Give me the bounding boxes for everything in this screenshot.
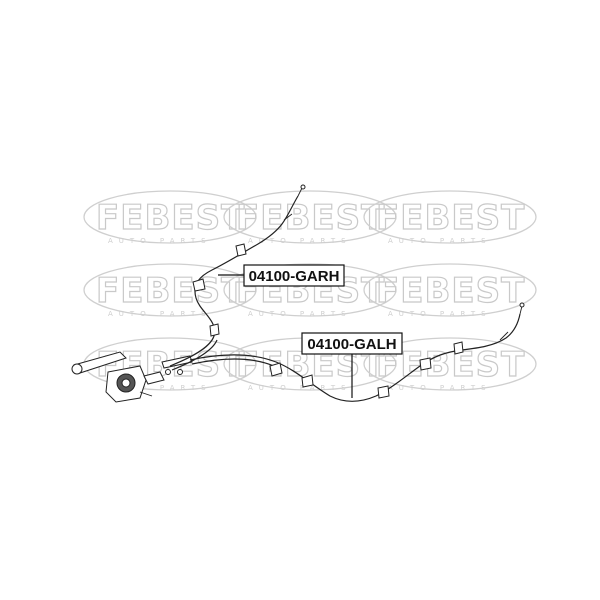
cable-equalizer	[161, 355, 193, 375]
svg-text:AUTO PARTS: AUTO PARTS	[248, 384, 352, 392]
svg-text:AUTO PARTS: AUTO PARTS	[248, 237, 352, 245]
hand-brake-lever	[71, 351, 165, 403]
watermark-logo: FEBEST AUTO PARTS	[363, 337, 537, 392]
svg-text:AUTO PARTS: AUTO PARTS	[108, 237, 212, 245]
watermark-logo: FEBEST AUTO PARTS	[83, 190, 257, 245]
svg-text:FEBEST: FEBEST	[96, 271, 245, 311]
watermark-logo: FEBEST AUTO PARTS	[363, 190, 537, 245]
svg-text:AUTO PARTS: AUTO PARTS	[248, 310, 352, 318]
svg-text:AUTO PARTS: AUTO PARTS	[388, 310, 492, 318]
svg-text:04100-GARH: 04100-GARH	[249, 268, 340, 285]
svg-text:FEBEST: FEBEST	[376, 271, 525, 311]
svg-text:AUTO PARTS: AUTO PARTS	[108, 310, 212, 318]
svg-text:FEBEST: FEBEST	[236, 198, 385, 238]
watermark-logo: FEBEST AUTO PARTS	[223, 190, 397, 245]
svg-text:AUTO PARTS: AUTO PARTS	[108, 384, 212, 392]
right-brake-cable	[169, 184, 306, 371]
svg-text:AUTO PARTS: AUTO PARTS	[388, 237, 492, 245]
svg-text:FEBEST: FEBEST	[96, 198, 245, 238]
svg-text:FEBEST: FEBEST	[376, 198, 525, 238]
watermark-logo: FEBEST AUTO PARTS	[83, 263, 257, 318]
part-label-right: 04100-GARH	[243, 264, 345, 287]
svg-text:04100-GALH: 04100-GALH	[307, 336, 396, 353]
left-brake-cable	[189, 302, 525, 402]
watermark-logo: FEBEST AUTO PARTS	[363, 263, 537, 318]
part-label-left: 04100-GALH	[301, 332, 403, 355]
svg-text:AUTO PARTS: AUTO PARTS	[388, 384, 492, 392]
